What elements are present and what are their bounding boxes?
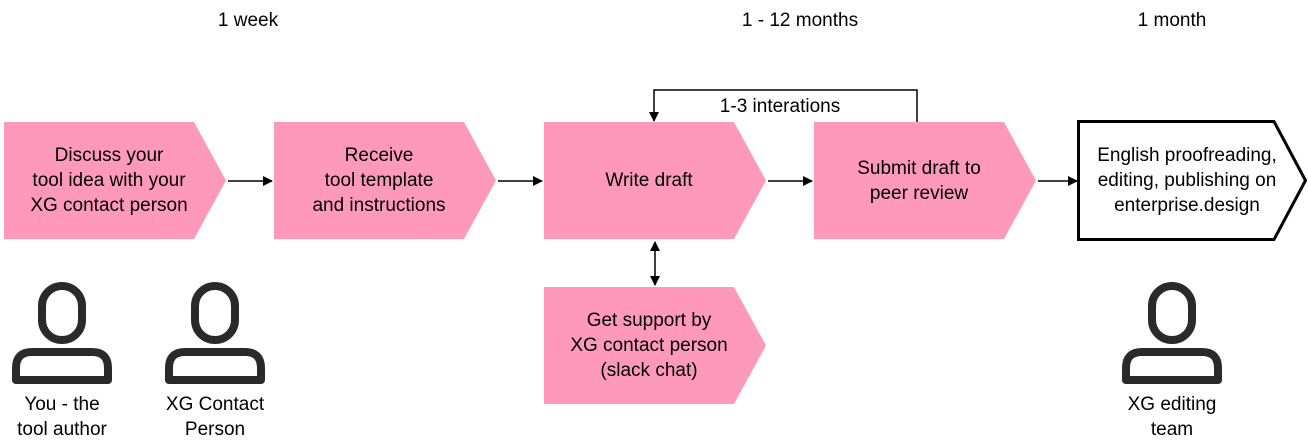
person-contact-label: XG Contact Person [165, 394, 265, 440]
person-icon [1122, 282, 1222, 384]
step-write: Write draft [544, 122, 766, 239]
step-english: English proofreading, editing, publishin… [1077, 120, 1307, 241]
step-support: Get support by XG contact person (slack … [544, 287, 766, 404]
step-submit-label: Submit draft to peer review [857, 157, 981, 204]
step-receive-label: Receive tool template and instructions [312, 145, 446, 216]
step-discuss: Discuss your tool idea with your XG cont… [4, 122, 226, 239]
person-icon [165, 282, 265, 384]
step-english-label: English proofreading, editing, publishin… [1097, 145, 1277, 216]
timing-phase3: 1 month [1137, 10, 1207, 31]
timing-phase2: 1 - 12 months [741, 10, 859, 31]
loop-label: 1-3 interations [719, 96, 841, 117]
person-icon [12, 282, 112, 384]
step-discuss-label: Discuss your tool idea with your XG cont… [30, 145, 188, 216]
step-submit: Submit draft to peer review [814, 122, 1036, 239]
person-editing-label: XG editing team [1127, 394, 1217, 440]
step-write-label: Write draft [605, 170, 693, 191]
step-receive: Receive tool template and instructions [274, 122, 496, 239]
timing-phase1: 1 week [217, 10, 279, 31]
loop-arrow [649, 89, 918, 122]
step-support-label: Get support by XG contact person (slack … [570, 310, 728, 381]
person-author-label: You - the tool author [17, 394, 107, 440]
